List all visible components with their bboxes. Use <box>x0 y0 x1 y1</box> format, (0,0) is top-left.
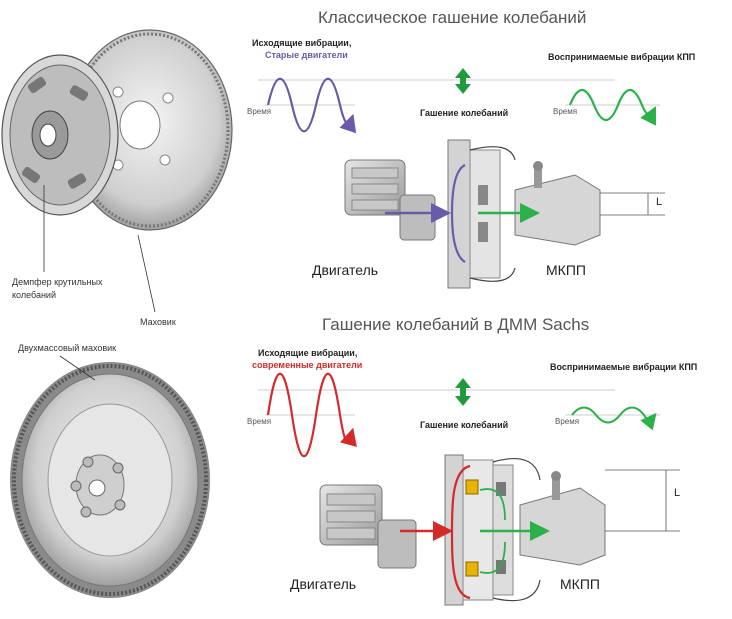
bottom-gearbox-label: МКПП <box>560 576 600 592</box>
bottom-dimension-l <box>605 469 680 532</box>
flywheel-label: Маховик <box>140 317 176 327</box>
bottom-damping-arrow <box>455 378 471 406</box>
bottom-perceived-wave <box>571 406 657 431</box>
bottom-time-right: Время <box>555 417 580 426</box>
bottom-source-label-line1: Исходящие вибрации, <box>258 348 358 358</box>
flywheel-classic-image <box>67 29 233 231</box>
bottom-source-label-line2: современные двигатели <box>252 360 363 370</box>
top-flow-up <box>450 164 466 214</box>
top-time-left: Время <box>247 107 272 116</box>
bottom-flow-down <box>450 530 471 600</box>
top-damping-arrow <box>455 68 471 94</box>
bottom-clutch-housing <box>444 454 541 606</box>
top-source-label-line1: Исходящие вибрации, <box>252 38 352 48</box>
top-dimension-l <box>600 192 665 216</box>
bottom-title: Гашение колебаний в ДММ Sachs <box>322 315 590 334</box>
top-gearbox-label: МКПП <box>546 262 586 278</box>
bottom-damping-label: Гашение колебаний <box>420 420 509 430</box>
top-dimension-label: L <box>656 196 663 208</box>
bottom-time-left: Время <box>247 417 272 426</box>
flywheel-leader-line <box>137 234 156 313</box>
top-source-wave <box>266 77 357 134</box>
bottom-source-wave <box>266 372 357 458</box>
top-flow-down <box>450 212 466 263</box>
bottom-engine-label: Двигатель <box>290 576 357 592</box>
damper-label-line2: колебаний <box>12 290 56 300</box>
top-gearbox-image <box>514 161 601 246</box>
top-source-label-line2: Старые двигатели <box>265 50 348 60</box>
top-engine-image <box>344 159 436 241</box>
top-time-right: Время <box>553 107 578 116</box>
dual-mass-label: Двухмассовый маховик <box>18 343 117 353</box>
dual-mass-flywheel-image <box>10 362 210 598</box>
top-perceived-wave <box>568 88 656 126</box>
bottom-perceived-label: Воспринимаемые вибрации КПП <box>550 362 698 372</box>
top-engine-label: Двигатель <box>312 262 379 278</box>
dual-mass-leader-line <box>59 355 96 381</box>
bottom-gearbox-image <box>519 471 606 566</box>
top-perceived-label: Воспринимаемые вибрации КПП <box>548 52 696 62</box>
bottom-engine-image <box>319 484 417 569</box>
bottom-flow-up <box>450 464 471 532</box>
top-damping-label: Гашение колебаний <box>420 108 509 118</box>
damper-label-line1: Демпфер крутильных <box>12 277 103 287</box>
damper-disc-image <box>1 54 119 216</box>
bottom-dimension-label: L <box>674 487 681 499</box>
top-title: Классическое гашение колебаний <box>318 8 587 27</box>
